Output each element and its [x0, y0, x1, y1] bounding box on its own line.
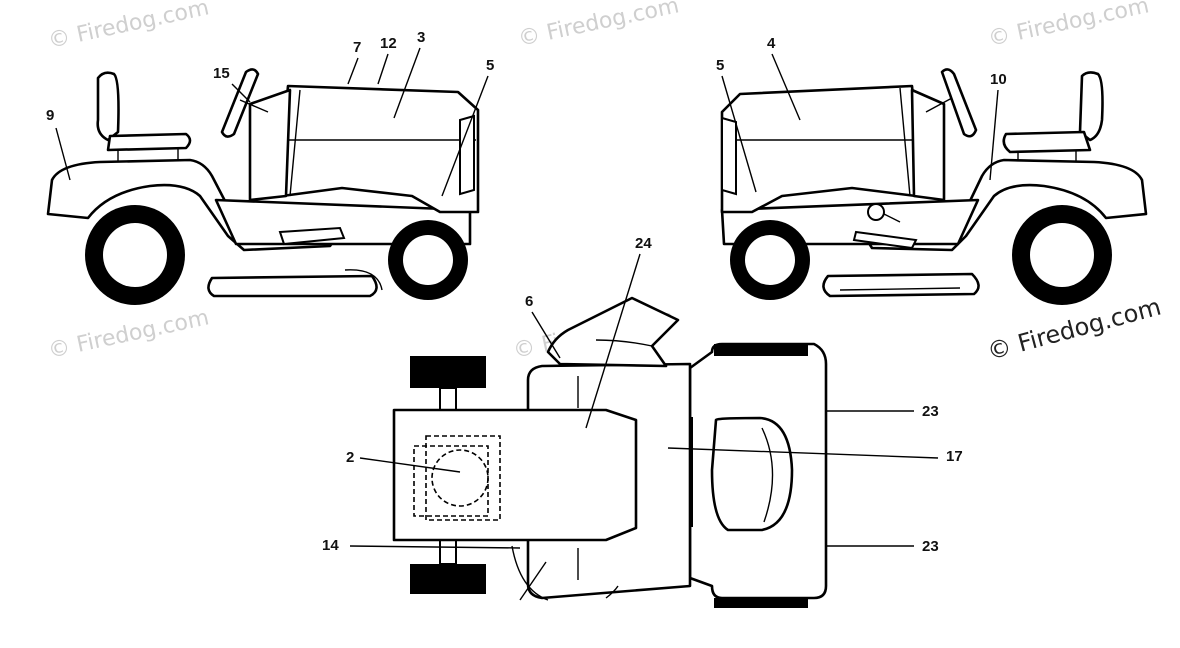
watermark: © Firedog.com [986, 0, 1151, 52]
callout-6: 6 [525, 293, 533, 310]
watermark: © Firedog.com [516, 0, 681, 52]
tractor-left-side-view: 9 15 7 12 3 5 [46, 29, 494, 305]
callout-14: 14 [322, 537, 339, 554]
callout-4: 4 [767, 35, 776, 52]
callout-10: 10 [990, 71, 1007, 88]
tractor-top-view: 24 6 2 14 23 17 23 [322, 235, 963, 608]
callout-23-lower: 23 [922, 538, 939, 555]
watermark: © Firedog.com [46, 305, 211, 363]
callout-7: 7 [353, 39, 361, 56]
callout-3: 3 [417, 29, 425, 46]
copyright-text: © Firedog.com [984, 293, 1164, 366]
callout-5-left: 5 [486, 57, 494, 74]
callout-17: 17 [946, 448, 963, 465]
callout-12: 12 [380, 35, 397, 52]
callout-24: 24 [635, 235, 652, 252]
callout-9: 9 [46, 107, 54, 124]
callout-15: 15 [213, 65, 230, 82]
watermark: © Firedog.com [46, 0, 211, 54]
callout-5-right: 5 [716, 57, 724, 74]
callout-2: 2 [346, 449, 354, 466]
tractor-right-side-view: 4 5 10 [716, 35, 1148, 305]
callout-23-upper: 23 [922, 403, 939, 420]
